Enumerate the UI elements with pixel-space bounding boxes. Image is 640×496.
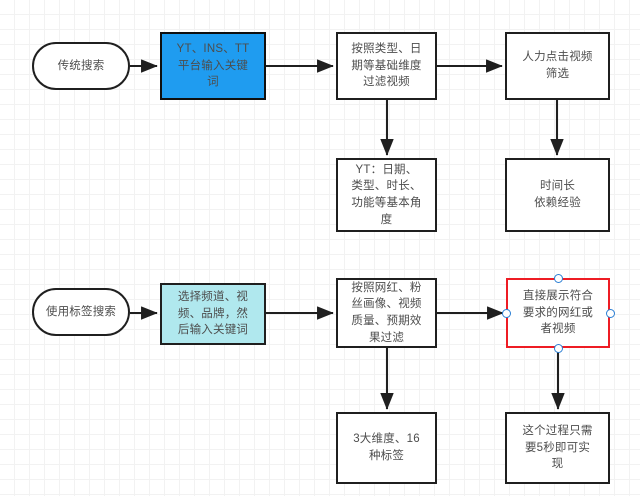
node-label: 直接展示符合 要求的网红或 者视频 xyxy=(522,289,594,336)
node-label: 3大维度、16 种标签 xyxy=(353,433,420,462)
node-label: YT、INS、TT 平台输入关键 词 xyxy=(176,42,250,89)
node-label: 按照网红、粉 丝画像、视频 质量、预期效 果过滤 xyxy=(351,281,422,344)
node-basic-dimension-filter[interactable]: 按照类型、日 期等基础维度 过滤视频 xyxy=(336,32,437,100)
node-label: 选择频道、视 频、品牌，然 后输入关键词 xyxy=(177,290,249,337)
node-tag-search[interactable]: 使用标签搜索 xyxy=(32,288,130,336)
node-label: 这个过程只需 要5秒即可实 现 xyxy=(522,424,593,471)
node-label: 按照类型、日 期等基础维度 过滤视频 xyxy=(351,42,422,89)
selection-handle-left[interactable] xyxy=(501,308,511,318)
selection-handle-bottom[interactable] xyxy=(553,343,563,353)
selection-handle-top[interactable] xyxy=(553,273,563,283)
node-influencer-portrait-filter[interactable]: 按照网红、粉 丝画像、视频 质量、预期效 果过滤 xyxy=(336,278,437,348)
node-three-dimensions-sixteen-tags[interactable]: 3大维度、16 种标签 xyxy=(336,412,437,484)
node-label: 使用标签搜索 xyxy=(45,305,117,318)
node-five-second-process[interactable]: 这个过程只需 要5秒即可实 现 xyxy=(505,412,610,484)
node-time-consuming-experience[interactable]: 时间长 依赖经验 xyxy=(505,158,610,232)
node-label: 时间长 依赖经验 xyxy=(534,180,581,209)
node-manual-click-screen[interactable]: 人力点击视频 筛选 xyxy=(505,32,610,100)
node-label: YT：日期、 类型、时长、 功能等基本角 度 xyxy=(351,163,422,226)
node-direct-display-result[interactable]: 直接展示符合 要求的网红或 者视频 xyxy=(506,278,610,348)
node-platform-keyword-input[interactable]: YT、INS、TT 平台输入关键 词 xyxy=(160,32,266,100)
node-select-channel-video-brand[interactable]: 选择频道、视 频、品牌，然 后输入关键词 xyxy=(160,283,266,345)
node-label: 人力点击视频 筛选 xyxy=(522,51,593,80)
node-traditional-search[interactable]: 传统搜索 xyxy=(32,42,130,90)
node-yt-basic-angles[interactable]: YT：日期、 类型、时长、 功能等基本角 度 xyxy=(336,158,437,232)
node-label: 传统搜索 xyxy=(57,59,105,72)
selection-handle-right[interactable] xyxy=(605,308,615,318)
